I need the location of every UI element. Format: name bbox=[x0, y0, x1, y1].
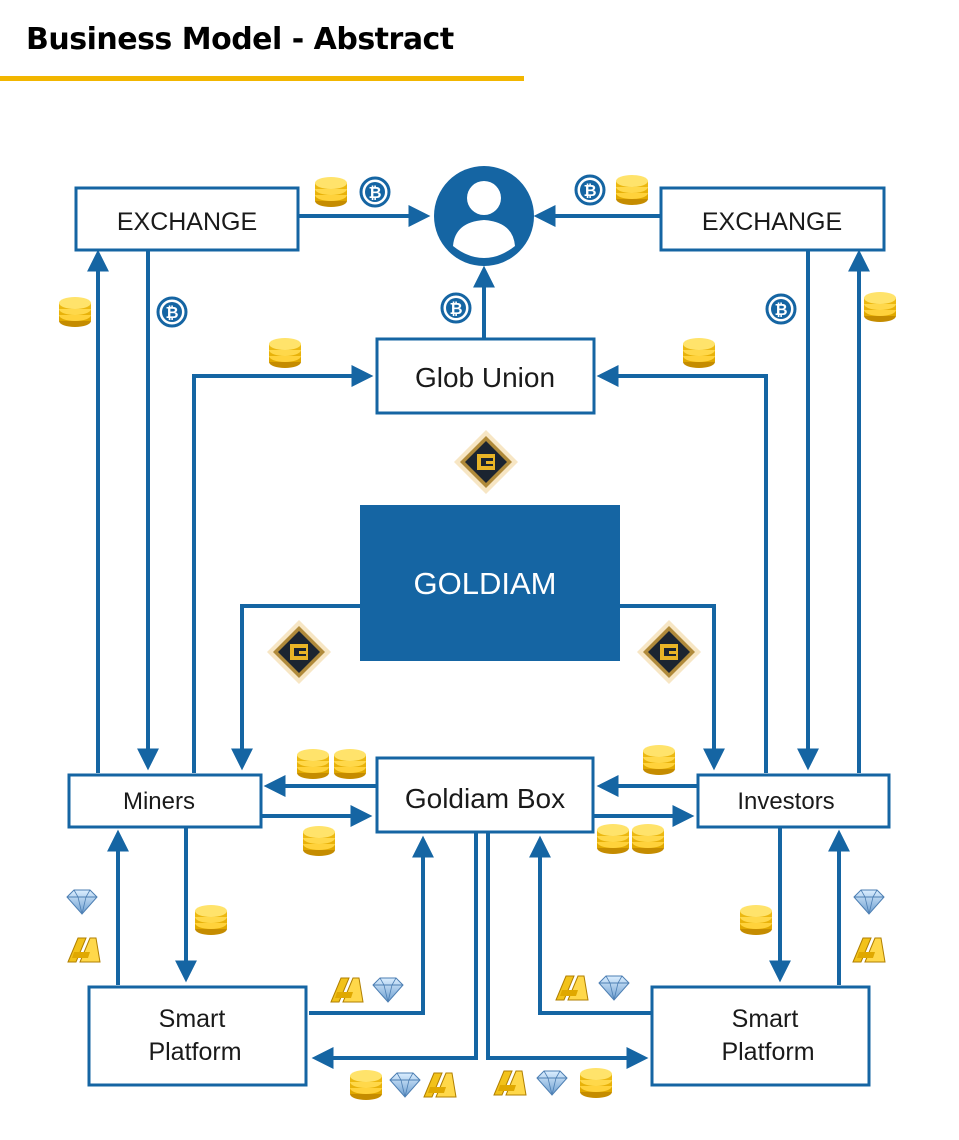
gold-bar-icon bbox=[67, 937, 101, 963]
miners-label: Miners bbox=[123, 788, 195, 815]
gold-coin-stack-icon bbox=[195, 905, 227, 935]
goldiam-box-label: Goldiam Box bbox=[405, 783, 565, 814]
gold-coin-stack-icon bbox=[303, 826, 335, 856]
exchange-right-node: EXCHANGE bbox=[659, 186, 886, 252]
svg-text:₿: ₿ bbox=[449, 299, 462, 318]
edge-goldiam-box-to-smart-platform-left bbox=[311, 833, 478, 1069]
diamond-icon bbox=[66, 889, 98, 915]
goldiam-node: GOLDIAM bbox=[360, 505, 620, 661]
gold-coin-stack-icon bbox=[683, 338, 715, 368]
svg-text:₿: ₿ bbox=[165, 303, 178, 322]
edge-investors-to-glob-union bbox=[596, 365, 768, 773]
gold-coin-stack-icon bbox=[864, 292, 896, 322]
title-underline bbox=[0, 76, 524, 81]
smart-platform-left-label-line1: Smart bbox=[159, 1005, 226, 1033]
gold-coin-stack-icon bbox=[580, 1068, 612, 1098]
diamond-icon bbox=[389, 1072, 421, 1098]
edge-goldiam-to-investors bbox=[620, 604, 725, 771]
goldiam-token-icon bbox=[267, 620, 331, 684]
gold-bar-icon bbox=[330, 977, 364, 1003]
gold-coin-stack-icon bbox=[597, 824, 629, 854]
miners-node: Miners bbox=[67, 773, 263, 829]
exchange-left-node: EXCHANGE bbox=[74, 186, 300, 252]
smart-platform-right-label-line2: Platform bbox=[721, 1038, 814, 1066]
investors-label: Investors bbox=[737, 788, 834, 815]
edge-miners-to-glob-union bbox=[192, 365, 374, 773]
gold-coin-stack-icon bbox=[632, 824, 664, 854]
smart-platform-left-node: Smart Platform bbox=[87, 985, 308, 1087]
gold-bar-icon bbox=[423, 1072, 457, 1098]
gold-bar-icon bbox=[493, 1070, 527, 1096]
exchange-left-label: EXCHANGE bbox=[117, 208, 257, 236]
bitcoin-icon: ₿ bbox=[574, 174, 606, 206]
goldiam-token-icon bbox=[637, 620, 701, 684]
exchange-right-label: EXCHANGE bbox=[702, 208, 842, 236]
edge-smart-platform-right-to-goldiam-box bbox=[529, 835, 651, 1015]
gold-coin-stack-icon bbox=[740, 905, 772, 935]
edge-goldiam-to-miners bbox=[231, 604, 360, 771]
user-icon bbox=[434, 166, 534, 266]
diamond-icon bbox=[372, 977, 404, 1003]
svg-text:₿: ₿ bbox=[774, 300, 787, 319]
goldiam-token-icon bbox=[454, 430, 518, 494]
investors-node: Investors bbox=[696, 773, 891, 829]
smart-platform-right-label-line1: Smart bbox=[732, 1005, 799, 1033]
edge-goldiam-box-to-smart-platform-right bbox=[486, 833, 649, 1069]
goldiam-label: GOLDIAM bbox=[414, 566, 557, 601]
diamond-icon bbox=[853, 889, 885, 915]
gold-bar-icon bbox=[555, 975, 589, 1001]
diamond-icon bbox=[536, 1070, 568, 1096]
gold-coin-stack-icon bbox=[350, 1070, 382, 1100]
diamond-icon bbox=[598, 975, 630, 1001]
gold-coin-stack-icon bbox=[59, 297, 91, 327]
gold-coin-stack-icon bbox=[616, 175, 648, 205]
gold-coin-stack-icon bbox=[269, 338, 301, 368]
smart-platform-right-node: Smart Platform bbox=[650, 985, 871, 1087]
bitcoin-icon: ₿ bbox=[440, 292, 472, 324]
glob-union-node: Glob Union bbox=[375, 337, 596, 415]
svg-text:₿: ₿ bbox=[368, 183, 381, 202]
smart-platform-left-label-line2: Platform bbox=[148, 1038, 241, 1066]
gold-coin-stack-icon bbox=[334, 749, 366, 779]
goldiam-box-node: Goldiam Box bbox=[375, 756, 595, 834]
bitcoin-icon: ₿ bbox=[359, 176, 391, 208]
bitcoin-icon: ₿ bbox=[765, 293, 797, 325]
glob-union-label: Glob Union bbox=[415, 362, 555, 393]
bitcoin-icon: ₿ bbox=[156, 296, 188, 328]
page-title: Business Model - Abstract bbox=[26, 22, 454, 57]
gold-coin-stack-icon bbox=[643, 745, 675, 775]
gold-coin-stack-icon bbox=[315, 177, 347, 207]
svg-text:₿: ₿ bbox=[583, 181, 596, 200]
gold-bar-icon bbox=[852, 937, 886, 963]
gold-coin-stack-icon bbox=[297, 749, 329, 779]
edge-smart-platform-left-to-goldiam-box bbox=[309, 835, 434, 1015]
